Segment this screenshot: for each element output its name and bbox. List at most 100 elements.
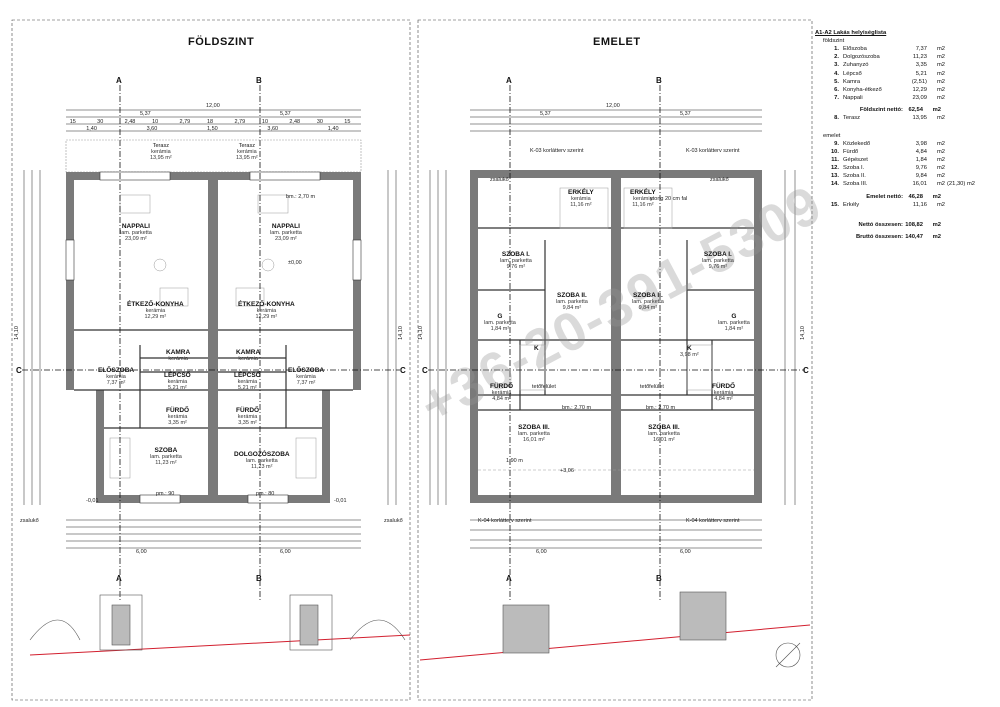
zsaluko-note: zsalukő — [490, 177, 509, 183]
section-mark-a: A — [506, 574, 512, 583]
section-mark-b: B — [656, 574, 662, 583]
dimension-text: 12,00 — [206, 103, 220, 109]
dimension-text: 14,10 — [417, 326, 424, 340]
dimension-text: 10 — [261, 119, 269, 125]
section-mark-c: C — [16, 366, 22, 375]
dimension-text: 30 — [97, 119, 104, 125]
dimension-text: 2,48 — [289, 119, 301, 125]
dimension-text: 18 — [207, 119, 214, 125]
dimension-text: 2,79 — [179, 119, 191, 125]
level-note: +3,06 — [560, 468, 574, 474]
dimension-text: 12,00 — [606, 103, 620, 109]
dimension-text: 6,00 — [536, 549, 547, 555]
upper-floor-title: EMELET — [593, 36, 641, 48]
railing-note: K-04 korlátterv szerint — [478, 518, 532, 524]
railing-note: K-03 korlátterv szerint — [530, 148, 584, 154]
zsaluko-note: zsalukő — [384, 518, 403, 524]
dimension-text: 5,37 — [680, 111, 691, 117]
dimension-text: 1,40 — [327, 126, 339, 132]
dimension-text: 14,10 — [799, 326, 806, 340]
room-schedule: A1-A2 Lakás helyiséglista földszint 1.El… — [815, 30, 995, 241]
dimension-text: 2,48 — [124, 119, 136, 125]
dimension-text: 1,40 — [86, 126, 97, 132]
height-note: 1,90 m — [506, 458, 523, 464]
dimension-text: 14,10 — [13, 326, 20, 340]
section-mark-c: C — [803, 366, 809, 375]
section-mark-b: B — [256, 574, 262, 583]
section-mark-a: A — [116, 76, 122, 85]
dimension-text: 5,37 — [280, 111, 291, 117]
section-mark-b: B — [256, 76, 262, 85]
level-note: ±0,00 — [288, 260, 302, 266]
parapet-note: pm.: 80 — [256, 491, 275, 497]
schedule-group-label: földszint — [823, 38, 845, 44]
section-mark-a: A — [116, 574, 122, 583]
level-note: -0,01 — [334, 498, 347, 504]
dimension-text: 5,37 — [540, 111, 551, 117]
ceiling-height-note: bm.: 2,70 m — [562, 405, 592, 411]
ground-floor-plan — [22, 85, 411, 656]
dimension-text: 10 — [152, 119, 159, 125]
railing-note: K-04 korlátterv szerint — [686, 518, 740, 524]
roof-note: tetőfelület — [640, 384, 664, 390]
dimension-text: 6,00 — [280, 549, 291, 555]
level-note: -0,01 — [86, 498, 99, 504]
room-label: K — [534, 345, 539, 352]
section-mark-b: B — [656, 76, 662, 85]
dimension-text: 3,60 — [146, 126, 158, 132]
schedule-group-label: emelet — [823, 132, 841, 139]
dimension-text: 6,00 — [680, 549, 691, 555]
dimension-text: 15 — [344, 119, 351, 125]
dimension-text: 1,50 — [207, 126, 218, 132]
dimension-text: 3,60 — [267, 126, 279, 132]
upper-floor-plan — [419, 85, 811, 668]
section-mark-c: C — [400, 366, 406, 375]
section-mark-a: A — [506, 76, 512, 85]
ceiling-height-note: bm.: 2,70 m — [646, 405, 676, 411]
